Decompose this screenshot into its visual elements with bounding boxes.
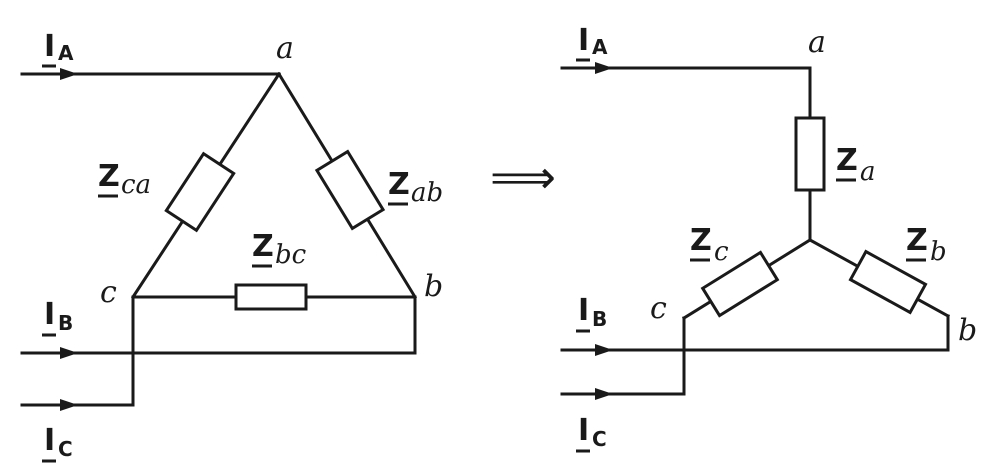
star-node-b-label: b: [958, 313, 977, 348]
star-current-a-subscript: A: [592, 35, 608, 59]
star-current-c-subscript: C: [592, 427, 607, 451]
star-impedance-a-label: Z a: [836, 143, 876, 187]
star-impedance-b-symbol: Z: [906, 223, 928, 258]
delta-current-a-symbol: I: [44, 29, 55, 64]
delta-impedance-ab-symbol: Z: [388, 167, 410, 202]
star-impedance-b-subscript: b: [930, 237, 947, 267]
delta-impedance-ab-subscript: ab: [411, 178, 443, 208]
delta-impedance-ca-resistor: [164, 151, 236, 233]
delta-current-c-subscript: C: [58, 437, 73, 461]
delta-node-c-label: c: [100, 275, 117, 310]
delta-impedance-ca-label: Z ca: [98, 159, 151, 200]
delta-node-a-label: a: [276, 31, 294, 66]
star-impedance-c-subscript: c: [714, 237, 729, 267]
delta-impedance-bc-subscript: bc: [275, 240, 307, 270]
star-current-a-label: I A: [576, 23, 608, 62]
star-impedance-c-resistor: [700, 250, 780, 318]
delta-node-b-label: b: [424, 269, 443, 304]
star-node-a-label: a: [808, 25, 826, 60]
star-current-a-arrow: [595, 62, 613, 74]
delta-current-a-arrow: [60, 68, 78, 80]
delta-impedance-bc-label: Z bc: [252, 229, 307, 270]
star-current-b-subscript: B: [592, 307, 607, 331]
delta-impedance-bc-symbol: Z: [252, 229, 274, 264]
delta-current-b-label: I B: [42, 297, 73, 337]
delta-impedance-ca-symbol: Z: [98, 159, 120, 194]
star-impedance-a-resistor: [794, 116, 826, 192]
delta-current-b-symbol: I: [44, 297, 55, 332]
star-impedance-c-label: Z c: [690, 223, 729, 267]
star-impedance-b-label: Z b: [906, 223, 947, 267]
delta-current-c-label: I C: [42, 423, 73, 463]
star-node-c-label: c: [650, 291, 667, 326]
delta-current-a-subscript: A: [58, 41, 74, 65]
delta-impedance-ab-label: Z ab: [388, 167, 443, 208]
star-impedance-a-subscript: a: [860, 157, 876, 187]
star-current-c-label: I C: [576, 413, 607, 453]
star-current-b-label: I B: [576, 293, 607, 333]
delta-impedance-bc-resistor: [234, 283, 308, 311]
star-current-b-symbol: I: [578, 293, 589, 328]
transform-arrow-symbol: ⟹: [490, 150, 556, 204]
star-impedance-c-symbol: Z: [690, 223, 712, 258]
delta-impedance-ca-subscript: ca: [121, 170, 151, 200]
delta-circuit: a b c I A I B I C Z ca Z ab: [20, 29, 443, 463]
delta-current-b-subscript: B: [58, 311, 73, 335]
star-circuit: a b c I A I B I C Z a Z c: [560, 23, 977, 453]
delta-current-b-arrow: [60, 347, 78, 359]
star-current-b-arrow: [595, 344, 613, 356]
delta-current-c-symbol: I: [44, 423, 55, 458]
delta-current-c-arrow: [60, 399, 78, 411]
star-current-c-symbol: I: [578, 413, 589, 448]
delta-impedance-ab-resistor: [314, 149, 386, 231]
star-current-a-symbol: I: [578, 23, 589, 58]
delta-current-a-label: I A: [42, 29, 74, 68]
star-current-c-arrow: [595, 388, 613, 400]
star-impedance-a-symbol: Z: [836, 143, 858, 178]
star-impedance-b-resistor: [848, 249, 928, 315]
